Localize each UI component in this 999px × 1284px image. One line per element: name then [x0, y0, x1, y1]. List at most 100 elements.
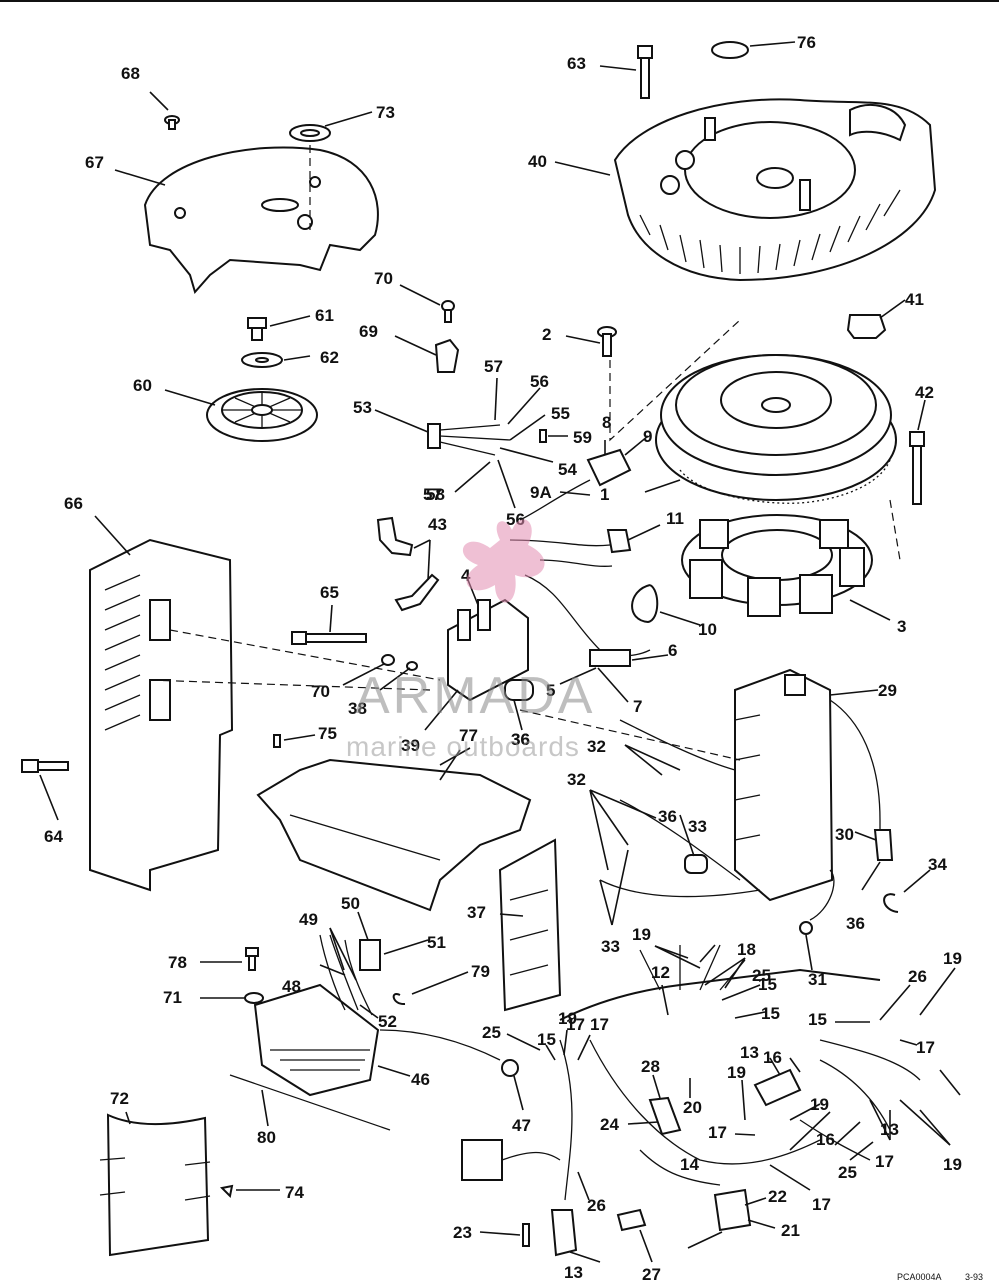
callout-58: 58 [426, 485, 445, 504]
timer-base-59 [206, 388, 318, 442]
callout-19: 19 [943, 949, 962, 968]
callout-79: 79 [471, 962, 490, 981]
callout-70: 70 [374, 269, 393, 288]
watermark: ARMADA marine outboards [346, 519, 595, 762]
callout-31: 31 [808, 970, 827, 989]
wiring-harness [461, 944, 921, 1257]
callout-69: 69 [359, 322, 378, 341]
callout-23: 23 [453, 1223, 472, 1242]
callout-30: 30 [835, 825, 854, 844]
callout-19: 19 [558, 1009, 577, 1028]
callout-15: 15 [761, 1004, 780, 1023]
watermark-brand: ARMADA [355, 667, 595, 725]
callout-74: 74 [285, 1183, 304, 1202]
callout-60: 60 [133, 376, 152, 395]
callout-63: 63 [567, 54, 586, 73]
callout-55: 55 [551, 404, 570, 423]
callout-36: 36 [846, 914, 865, 933]
callout-17: 17 [590, 1015, 609, 1034]
callout-46: 46 [411, 1070, 430, 1089]
figure-code: PCA0004A [897, 1272, 942, 1282]
boot-43a [376, 516, 414, 557]
callout-77: 77 [459, 726, 478, 745]
callout-72: 72 [110, 1089, 129, 1108]
screw-60 [247, 317, 267, 341]
bolt-2 [597, 326, 617, 357]
callout-37: 37 [467, 903, 486, 922]
callout-54: 54 [558, 460, 577, 479]
callout-38: 38 [348, 699, 367, 718]
connector-22 [713, 1188, 752, 1232]
callout-19: 19 [727, 1063, 746, 1082]
callout-42: 42 [915, 383, 934, 402]
pin-58 [539, 429, 547, 443]
callout-57: 57 [423, 485, 442, 504]
callout-70: 70 [311, 682, 330, 701]
washer-70b [244, 992, 264, 1004]
callout-33: 33 [688, 817, 707, 836]
callout-66: 66 [64, 494, 83, 513]
terminal-13 [550, 1209, 578, 1257]
callout-50: 50 [341, 894, 360, 913]
callout-26: 26 [908, 967, 927, 986]
connector-50 [359, 939, 381, 971]
screw-67 [164, 115, 180, 130]
callout-33: 33 [601, 937, 620, 956]
clip-68 [434, 338, 460, 373]
callout-21: 21 [781, 1221, 800, 1240]
callout-2: 2 [542, 325, 551, 344]
bolt-65 [291, 631, 367, 645]
nut-41 [846, 314, 887, 339]
flywheel-cover [613, 98, 937, 282]
callout-20: 20 [683, 1098, 702, 1117]
screw-74 [273, 734, 281, 748]
clip-73 [219, 1184, 234, 1199]
callout-labels: 1234567899A10111213131314151515151616171… [44, 33, 962, 1284]
callout-76: 76 [797, 33, 816, 52]
sleeve-36b [684, 854, 708, 874]
callout-15: 15 [537, 1030, 556, 1049]
connector-53 [427, 423, 441, 449]
strap-78 [392, 993, 406, 1006]
callout-10: 10 [698, 620, 717, 639]
callout-3: 3 [897, 617, 906, 636]
clip-34 [883, 893, 899, 913]
callout-59: 59 [573, 428, 592, 447]
callout-17: 17 [875, 1152, 894, 1171]
callout-65: 65 [320, 583, 339, 602]
callout-9A: 9A [530, 483, 552, 502]
callout-24: 24 [600, 1115, 619, 1134]
callout-6: 6 [668, 641, 677, 660]
callout-13: 13 [740, 1043, 759, 1062]
callout-19: 19 [810, 1095, 829, 1114]
screw-69 [441, 300, 455, 323]
callout-17: 17 [812, 1195, 831, 1214]
callout-49: 49 [299, 910, 318, 929]
connector-6 [589, 649, 631, 667]
callout-16: 16 [763, 1048, 782, 1067]
callout-17: 17 [566, 1015, 585, 1034]
callout-17: 17 [708, 1123, 727, 1142]
bolt-63 [21, 759, 69, 773]
callout-15: 15 [808, 1010, 827, 1029]
callout-39: 39 [401, 736, 420, 755]
connector-16 [753, 1068, 802, 1107]
callout-40: 40 [528, 152, 547, 171]
timer-base-cover [143, 146, 379, 295]
connector-12 [461, 1139, 503, 1181]
callout-19: 19 [943, 1155, 962, 1174]
callout-73: 73 [376, 103, 395, 122]
callout-62: 62 [320, 348, 339, 367]
stator [681, 514, 873, 617]
watermark-tagline: marine outboards [346, 731, 580, 762]
cover-76 [256, 758, 532, 912]
callout-32: 32 [587, 737, 606, 756]
boot-43b [394, 573, 440, 612]
callout-19: 19 [632, 925, 651, 944]
callout-11: 11 [666, 509, 684, 528]
callout-36: 36 [511, 730, 530, 749]
callout-4: 4 [461, 566, 471, 585]
callout-26: 26 [587, 1196, 606, 1215]
